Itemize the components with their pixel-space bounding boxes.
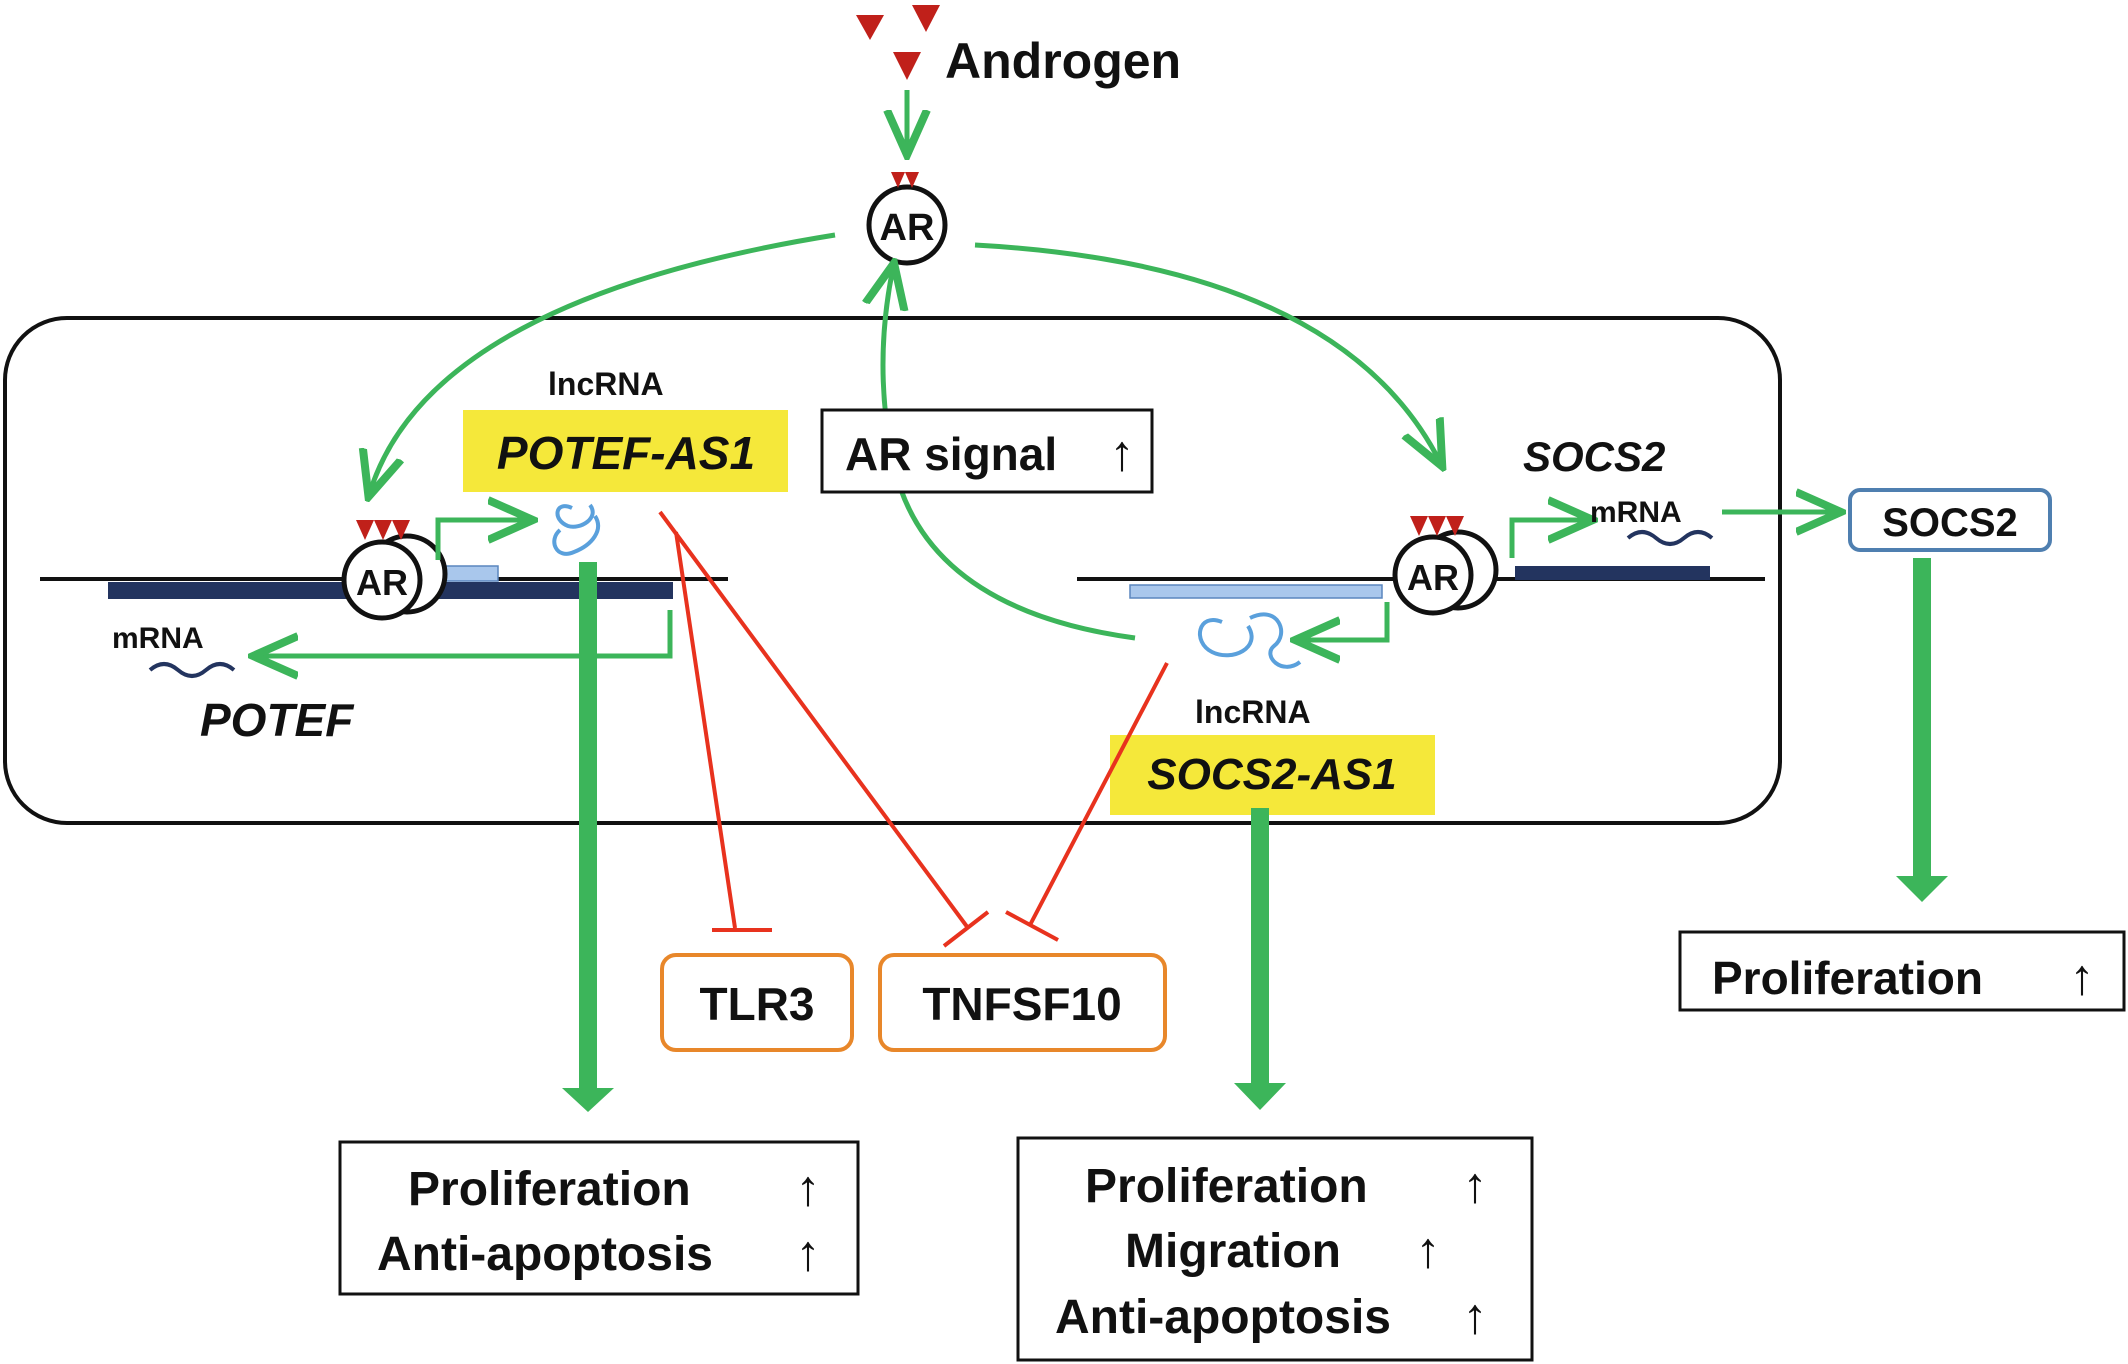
socs2-as1-highlight <box>1110 735 1435 815</box>
left-ar-dimer: AR <box>341 520 448 621</box>
socs2-as1-exon <box>1129 584 1383 599</box>
tlr3-box <box>660 953 854 1052</box>
outcome-label: Anti-apoptosis <box>1055 1291 1391 1344</box>
potef-as1-transcription-arrow <box>435 520 528 560</box>
socs2-outcome-arrowhead <box>1896 876 1948 902</box>
rna-squiggle-icon <box>1198 612 1302 669</box>
potef-as1-inhibits-tlr3 <box>674 531 737 929</box>
up-arrow-icon: ↑ <box>2070 949 2095 1005</box>
mrna-wave-icon <box>148 662 236 678</box>
ar-label: AR <box>880 207 935 249</box>
ar-to-potef-as1-arrow <box>370 232 836 492</box>
mrna-wave-icon <box>1626 530 1714 546</box>
potef-as1-outcome-arrowhead <box>562 1088 614 1112</box>
socs2-as1-name: SOCS2-AS1 <box>1147 750 1396 799</box>
cell-boundary <box>3 316 1782 825</box>
ar-signal-label: AR signal <box>845 428 1057 480</box>
potef-transcription-arrow <box>258 610 673 656</box>
socs2-protein-label: SOCS2 <box>1882 501 2018 545</box>
socs2-protein-box <box>1848 488 2052 552</box>
socs2-as1-outcome-arrowhead <box>1234 1083 1286 1110</box>
tlr3-label: TLR3 <box>700 978 815 1030</box>
ar-label: AR <box>356 562 408 603</box>
up-arrow-icon: ↑ <box>796 1160 821 1216</box>
up-arrow-icon: ↑ <box>1463 1288 1488 1344</box>
androgen-label: Androgen <box>945 33 1181 89</box>
socs2-as1-lncrna-label: lncRNA <box>1195 694 1311 730</box>
tnfsf10-box <box>878 953 1167 1052</box>
socs2-gene-body <box>1515 566 1710 580</box>
potef-as1-outcome-box: Proliferation ↑ Anti-apoptosis ↑ <box>338 1140 860 1296</box>
outcome-label: Proliferation <box>1085 1160 1368 1213</box>
socs2-outcome-box: Proliferation ↑ <box>1678 930 2126 1012</box>
ar-signal-box <box>820 408 1154 494</box>
potef-as1-name: POTEF-AS1 <box>497 427 755 479</box>
up-arrow-icon: ↑ <box>1416 1222 1441 1278</box>
rna-squiggle-icon <box>552 503 601 556</box>
outcome-label: Proliferation <box>408 1163 691 1216</box>
socs2-as1-transcription-arrow <box>1300 602 1390 640</box>
outcome-label: Migration <box>1125 1225 1341 1278</box>
potef-as1-lncrna-label: lncRNA <box>548 366 664 402</box>
central-ar-receptor: AR <box>866 172 948 266</box>
socs2-gene-name: SOCS2 <box>1523 433 1665 480</box>
potef-as1-highlight <box>463 410 788 492</box>
outcome-label: Proliferation <box>1712 952 1983 1004</box>
potef-mrna-label: mRNA <box>112 622 204 655</box>
right-ar-dimer: AR <box>1392 516 1499 616</box>
socs2-transcription-arrow <box>1509 520 1588 558</box>
socs2-as1-inhibits-tnfsf10 <box>1028 662 1169 926</box>
ar-label: AR <box>1407 557 1459 598</box>
up-arrow-icon: ↑ <box>1110 425 1135 481</box>
potef-as1-exon <box>439 565 499 582</box>
ar-to-socs2-arrow <box>974 242 1440 462</box>
up-arrow-icon: ↑ <box>1463 1157 1488 1213</box>
tnfsf10-inhibition-bar-left <box>942 910 990 948</box>
socs2-mrna-label: mRNA <box>1590 496 1682 529</box>
up-arrow-icon: ↑ <box>796 1225 821 1281</box>
tnfsf10-label: TNFSF10 <box>922 978 1121 1030</box>
outcome-label: Anti-apoptosis <box>377 1228 713 1281</box>
potef-gene-name: POTEF <box>200 694 355 746</box>
receptor-circle-icon <box>1392 534 1474 616</box>
receptor-circle-icon <box>341 539 423 621</box>
socs2-as1-outcome-box: Proliferation ↑ Migration ↑ Anti-apoptos… <box>1016 1136 1534 1362</box>
androgen-triangle-icon <box>856 5 940 80</box>
tnfsf10-inhibition-bar-right <box>1005 910 1059 942</box>
potef-as1-inhibits-tnfsf10 <box>658 510 970 930</box>
